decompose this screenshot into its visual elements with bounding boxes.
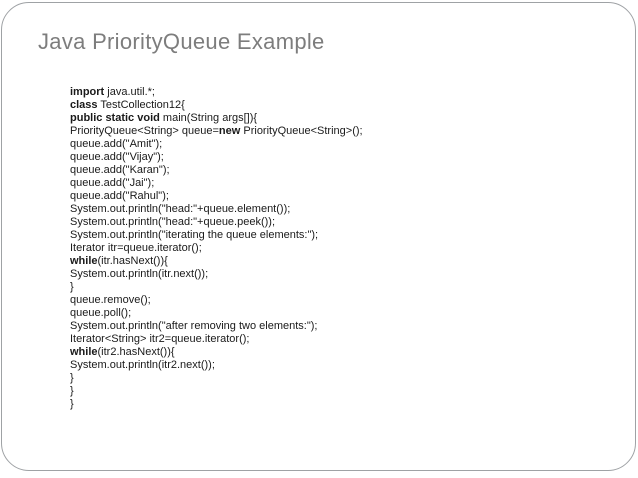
code-line: } xyxy=(70,281,363,294)
code-text: PriorityQueue<String> queue= xyxy=(70,125,219,137)
code-line: System.out.println(itr2.next()); xyxy=(70,359,363,372)
code-line: queue.add("Rahul"); xyxy=(70,190,363,203)
code-line: import java.util.*; xyxy=(70,86,363,99)
code-line: queue.poll(); xyxy=(70,307,363,320)
code-text: } xyxy=(70,398,74,410)
code-line: System.out.println("head:"+queue.peek())… xyxy=(70,216,363,229)
code-line: while(itr2.hasNext()){ xyxy=(70,346,363,359)
slide-title: Java PriorityQueue Example xyxy=(38,29,325,54)
code-line: queue.add("Amit"); xyxy=(70,138,363,151)
code-line: queue.add("Vijay"); xyxy=(70,151,363,164)
code-text: (itr.hasNext()){ xyxy=(97,255,168,267)
code-text: } xyxy=(70,372,74,384)
code-line: queue.remove(); xyxy=(70,294,363,307)
code-text: System.out.println("head:"+queue.element… xyxy=(70,203,291,215)
code-text: queue.remove(); xyxy=(70,294,151,306)
code-keyword: while xyxy=(70,255,98,267)
code-block: import java.util.*;class TestCollection1… xyxy=(70,86,363,411)
code-text: java.util.*; xyxy=(104,86,155,98)
code-line: System.out.println(itr.next()); xyxy=(70,268,363,281)
code-line: } xyxy=(70,385,363,398)
code-text: System.out.println("after removing two e… xyxy=(70,320,318,332)
code-line: System.out.println("head:"+queue.element… xyxy=(70,203,363,216)
code-line: class TestCollection12{ xyxy=(70,99,363,112)
code-keyword: public static void xyxy=(70,112,160,124)
code-text: main(String args[]){ xyxy=(159,112,258,124)
code-keyword: new xyxy=(218,125,241,137)
code-text: Iterator<String> itr2=queue.iterator(); xyxy=(70,333,250,345)
code-text: queue.add("Rahul"); xyxy=(70,190,169,202)
code-text: System.out.println(itr2.next()); xyxy=(70,359,215,371)
code-keyword: class xyxy=(70,99,98,111)
code-line: queue.add("Karan"); xyxy=(70,164,363,177)
code-line: System.out.println("after removing two e… xyxy=(70,320,363,333)
code-text: System.out.println("head:"+queue.peek())… xyxy=(70,216,276,228)
code-line: System.out.println("iterating the queue … xyxy=(70,229,363,242)
code-line: Iterator<String> itr2=queue.iterator(); xyxy=(70,333,363,346)
code-text: System.out.println("iterating the queue … xyxy=(70,229,319,241)
code-text: (itr2.hasNext()){ xyxy=(97,346,175,358)
code-text: queue.add("Amit"); xyxy=(70,138,163,150)
code-text: queue.add("Karan"); xyxy=(70,164,170,176)
code-text: System.out.println(itr.next()); xyxy=(70,268,209,280)
code-line: public static void main(String args[]){ xyxy=(70,112,363,125)
code-text: Iterator itr=queue.iterator(); xyxy=(70,242,202,254)
slide: Java PriorityQueue Example import java.u… xyxy=(1,2,636,471)
code-text: queue.add("Jai"); xyxy=(70,177,155,189)
code-text: PriorityQueue<String>(); xyxy=(240,125,363,137)
code-line: PriorityQueue<String> queue=new Priority… xyxy=(70,125,363,138)
code-line: queue.add("Jai"); xyxy=(70,177,363,190)
code-line: while(itr.hasNext()){ xyxy=(70,255,363,268)
code-line: } xyxy=(70,398,363,411)
code-text: queue.poll(); xyxy=(70,307,132,319)
code-keyword: import xyxy=(70,86,105,98)
code-line: Iterator itr=queue.iterator(); xyxy=(70,242,363,255)
code-text: queue.add("Vijay"); xyxy=(70,151,164,163)
code-line: } xyxy=(70,372,363,385)
code-text: TestCollection12{ xyxy=(97,99,185,111)
code-keyword: while xyxy=(70,346,98,358)
code-text: } xyxy=(70,281,74,293)
code-text: } xyxy=(70,385,74,397)
